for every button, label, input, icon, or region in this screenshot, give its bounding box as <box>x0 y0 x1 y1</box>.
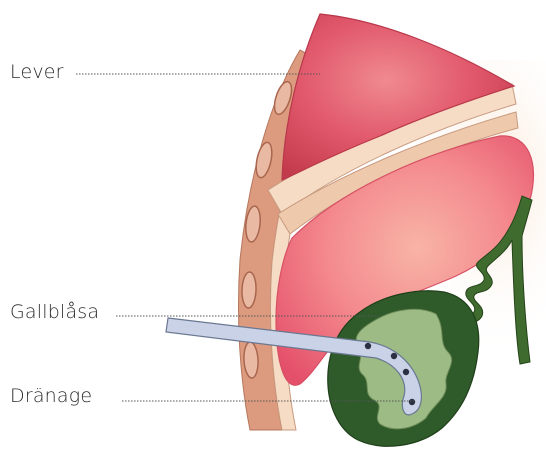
label-dranage: Dränage <box>10 385 92 407</box>
label-gallblasa: Gallblåsa <box>10 301 99 323</box>
label-lever: Lever <box>10 61 64 83</box>
